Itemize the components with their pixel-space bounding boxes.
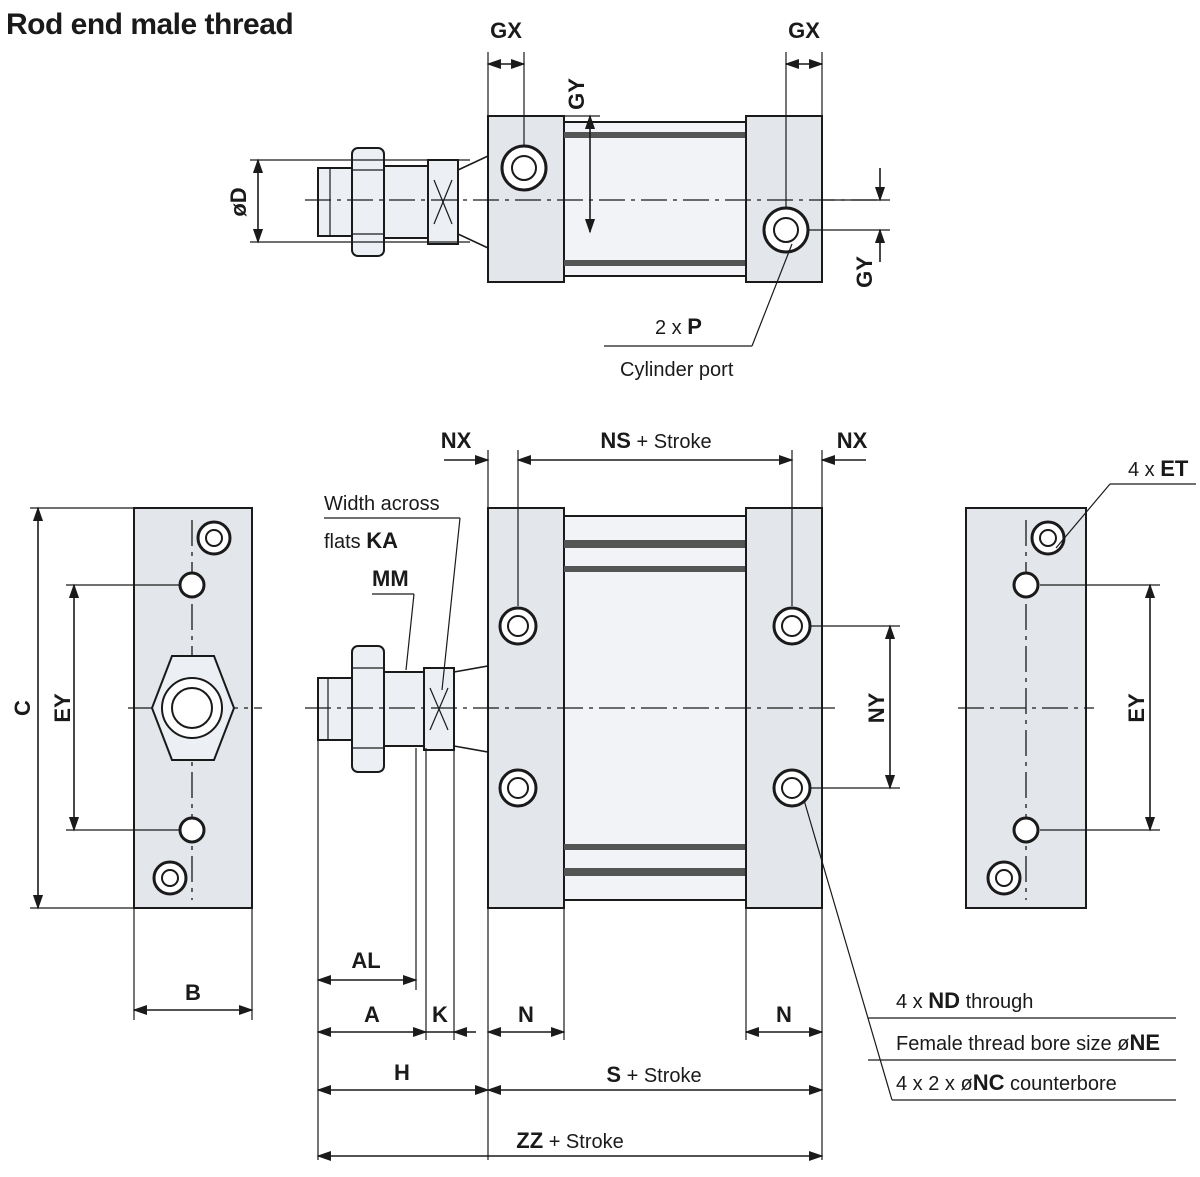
label-zz: ZZ + Stroke: [516, 1128, 624, 1153]
label-gx-right: GX: [788, 18, 820, 43]
front-view: NX NX NS + Stroke NY Width across flats …: [305, 428, 900, 1162]
label-c: C: [10, 700, 35, 716]
left-bore-hole-top: [178, 571, 206, 599]
label-a: A: [364, 1002, 380, 1027]
left-end-view: C EY B: [10, 506, 262, 1020]
left-bore-hole-bottom: [178, 816, 206, 844]
top-rod-shaft: [383, 165, 429, 239]
label-nx-right: NX: [837, 428, 868, 453]
right-bore-hole-top: [1012, 571, 1040, 599]
label-mm: MM: [372, 566, 409, 591]
label-n-right: N: [776, 1002, 792, 1027]
top-head-cover: [745, 115, 823, 283]
label-al: AL: [351, 948, 380, 973]
label-h: H: [394, 1060, 410, 1085]
label-gy-top: GY: [564, 78, 589, 110]
label-et: 4 x ET: [1128, 456, 1189, 481]
front-rod-thread: [317, 677, 357, 741]
label-cylinder-port: Cylinder port: [620, 359, 734, 381]
hole-notes: 4 x ND through Female thread bore size ø…: [803, 799, 1176, 1101]
label-s: S + Stroke: [606, 1062, 701, 1087]
note-nc: 4 x 2 x øNC counterbore: [896, 1070, 1117, 1095]
label-diameter-d: øD: [226, 187, 251, 216]
label-flats-ka: flats KA: [324, 528, 398, 553]
right-bore-hole-bottom: [1012, 816, 1040, 844]
front-rod-shaft: [383, 671, 425, 747]
note-nd: 4 x ND through: [896, 988, 1033, 1013]
label-ey-left: EY: [50, 693, 75, 723]
right-end-view: EY 4 x ET: [958, 456, 1196, 909]
label-n-left: N: [518, 1002, 534, 1027]
label-ny: NY: [864, 692, 889, 723]
label-gy-right: GY: [852, 256, 877, 288]
note-ne: Female thread bore size øNE: [896, 1030, 1160, 1055]
top-rod-nut: [351, 147, 385, 257]
top-view: GX GX GY GY øD 2 x P Cylinder port: [226, 18, 890, 381]
drawing-title: Rod end male thread: [6, 8, 293, 41]
label-k: K: [432, 1002, 448, 1027]
label-b: B: [185, 980, 201, 1005]
label-port: 2 x P: [655, 314, 702, 339]
top-tube: [563, 121, 747, 277]
label-width-across: Width across: [324, 493, 440, 515]
label-ns: NS + Stroke: [600, 428, 711, 453]
label-gx-left: GX: [490, 18, 522, 43]
top-rod-cover: [487, 115, 565, 283]
label-ey-right: EY: [1124, 693, 1149, 723]
front-rod-nut: [351, 645, 385, 773]
label-nx-left: NX: [441, 428, 472, 453]
